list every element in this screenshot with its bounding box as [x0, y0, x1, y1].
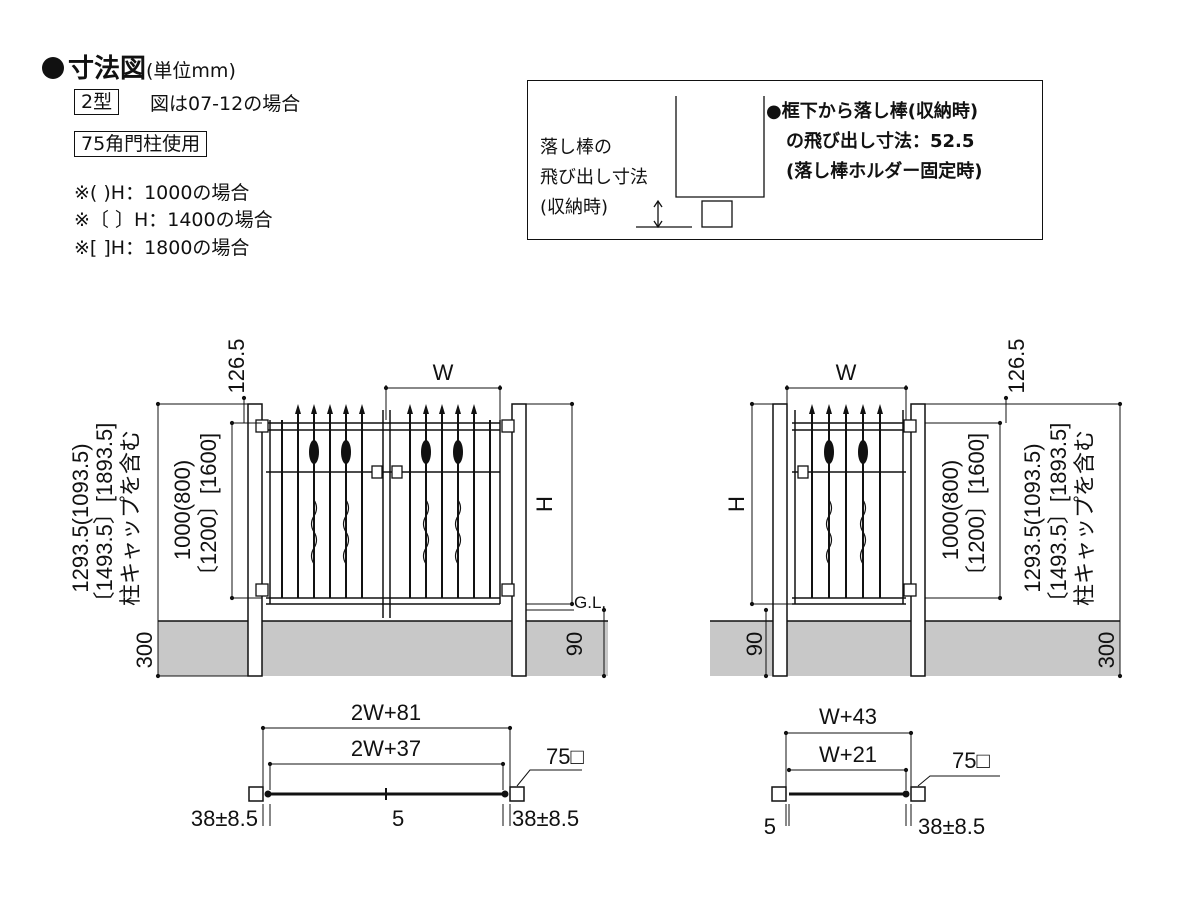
- plan-outer-label: 2W+81: [351, 700, 421, 725]
- left-plan-view: [248, 725, 582, 826]
- plan-inner-label: W+21: [819, 742, 877, 767]
- note-line: ※[ ]H：1800の場合: [74, 237, 250, 259]
- type-note: 図は07-12の場合: [150, 93, 301, 115]
- left-gap-label: 5: [764, 814, 776, 839]
- width-label: W: [433, 360, 454, 385]
- left-gap-label: 38±8.5: [191, 806, 258, 831]
- left-elevation: [155, 385, 608, 679]
- info-left-line: 飛び出し寸法: [540, 167, 648, 188]
- right-elevation: [710, 385, 1123, 679]
- right-gap-label: 38±8.5: [512, 806, 579, 831]
- ground-fill: [158, 621, 608, 676]
- post: [511, 403, 527, 677]
- top-offset-label: 126.5: [224, 338, 249, 393]
- type-badge: 2型: [74, 89, 120, 115]
- bullet-icon: [42, 57, 64, 79]
- note-line: ※〔 〕H：1400の場合: [74, 209, 273, 231]
- info-left-line: 落し棒の: [540, 137, 612, 158]
- info-right-line: の飛び出し寸法：52.5: [786, 131, 975, 152]
- panel-height-label: 〔1200〕[1600]: [964, 433, 989, 587]
- post: [910, 403, 926, 677]
- info-right-line: ●框下から落し棒(収納時): [766, 101, 979, 122]
- post-height-label: 1293.5(1093.5): [1020, 443, 1045, 592]
- plan-inner-label: 2W+37: [351, 736, 421, 761]
- panel-height-label: 〔1200〕[1600]: [196, 433, 221, 587]
- clearance-label: 90: [562, 632, 587, 656]
- info-right-line: (落し棒ホルダー固定時): [786, 161, 983, 182]
- embed-label: 300: [132, 632, 157, 669]
- panel-height-label: 1000(800): [938, 460, 963, 560]
- unit-label: (単位mm): [146, 60, 236, 82]
- post-size-label: 75□: [952, 748, 990, 773]
- note-line: ※( )H：1000の場合: [74, 182, 250, 204]
- embed-label: 300: [1094, 632, 1119, 669]
- width-label: W: [836, 360, 857, 385]
- ground-line-label: G.L.: [574, 593, 606, 612]
- post-height-label: 柱キャップを含む: [118, 430, 143, 606]
- diagram-title: 寸法図(単位mm): [42, 48, 236, 85]
- center-gap-label: 5: [392, 806, 404, 831]
- post: [247, 403, 263, 677]
- right-gap-label: 38±8.5: [918, 814, 985, 839]
- post-badge: 75角門柱使用: [74, 131, 208, 157]
- panel-height-label: 1000(800): [170, 460, 195, 560]
- drop-rod-info-box: 落し棒の 飛び出し寸法 (収納時) ●框下から落し棒(収納時) の飛び出し寸法：…: [527, 80, 1043, 240]
- post-height-label: 柱キャップを含む: [1072, 430, 1097, 606]
- right-plan-view: [771, 730, 1000, 826]
- post: [772, 403, 788, 677]
- height-label: H: [532, 496, 557, 512]
- post-height-label: 〔1493.5〕[1893.5]: [1046, 423, 1071, 614]
- title-text: 寸法図: [68, 54, 147, 84]
- drop-rod-detail: [636, 96, 765, 229]
- post-height-label: 〔1493.5〕[1893.5]: [92, 423, 117, 614]
- post-size-label: 75□: [546, 744, 584, 769]
- post-height-label: 1293.5(1093.5): [68, 443, 93, 592]
- top-offset-label: 126.5: [1004, 338, 1029, 393]
- height-label: H: [724, 496, 749, 512]
- plan-outer-label: W+43: [819, 704, 877, 729]
- info-left-line: (収納時): [540, 197, 609, 218]
- clearance-label: 90: [742, 632, 767, 656]
